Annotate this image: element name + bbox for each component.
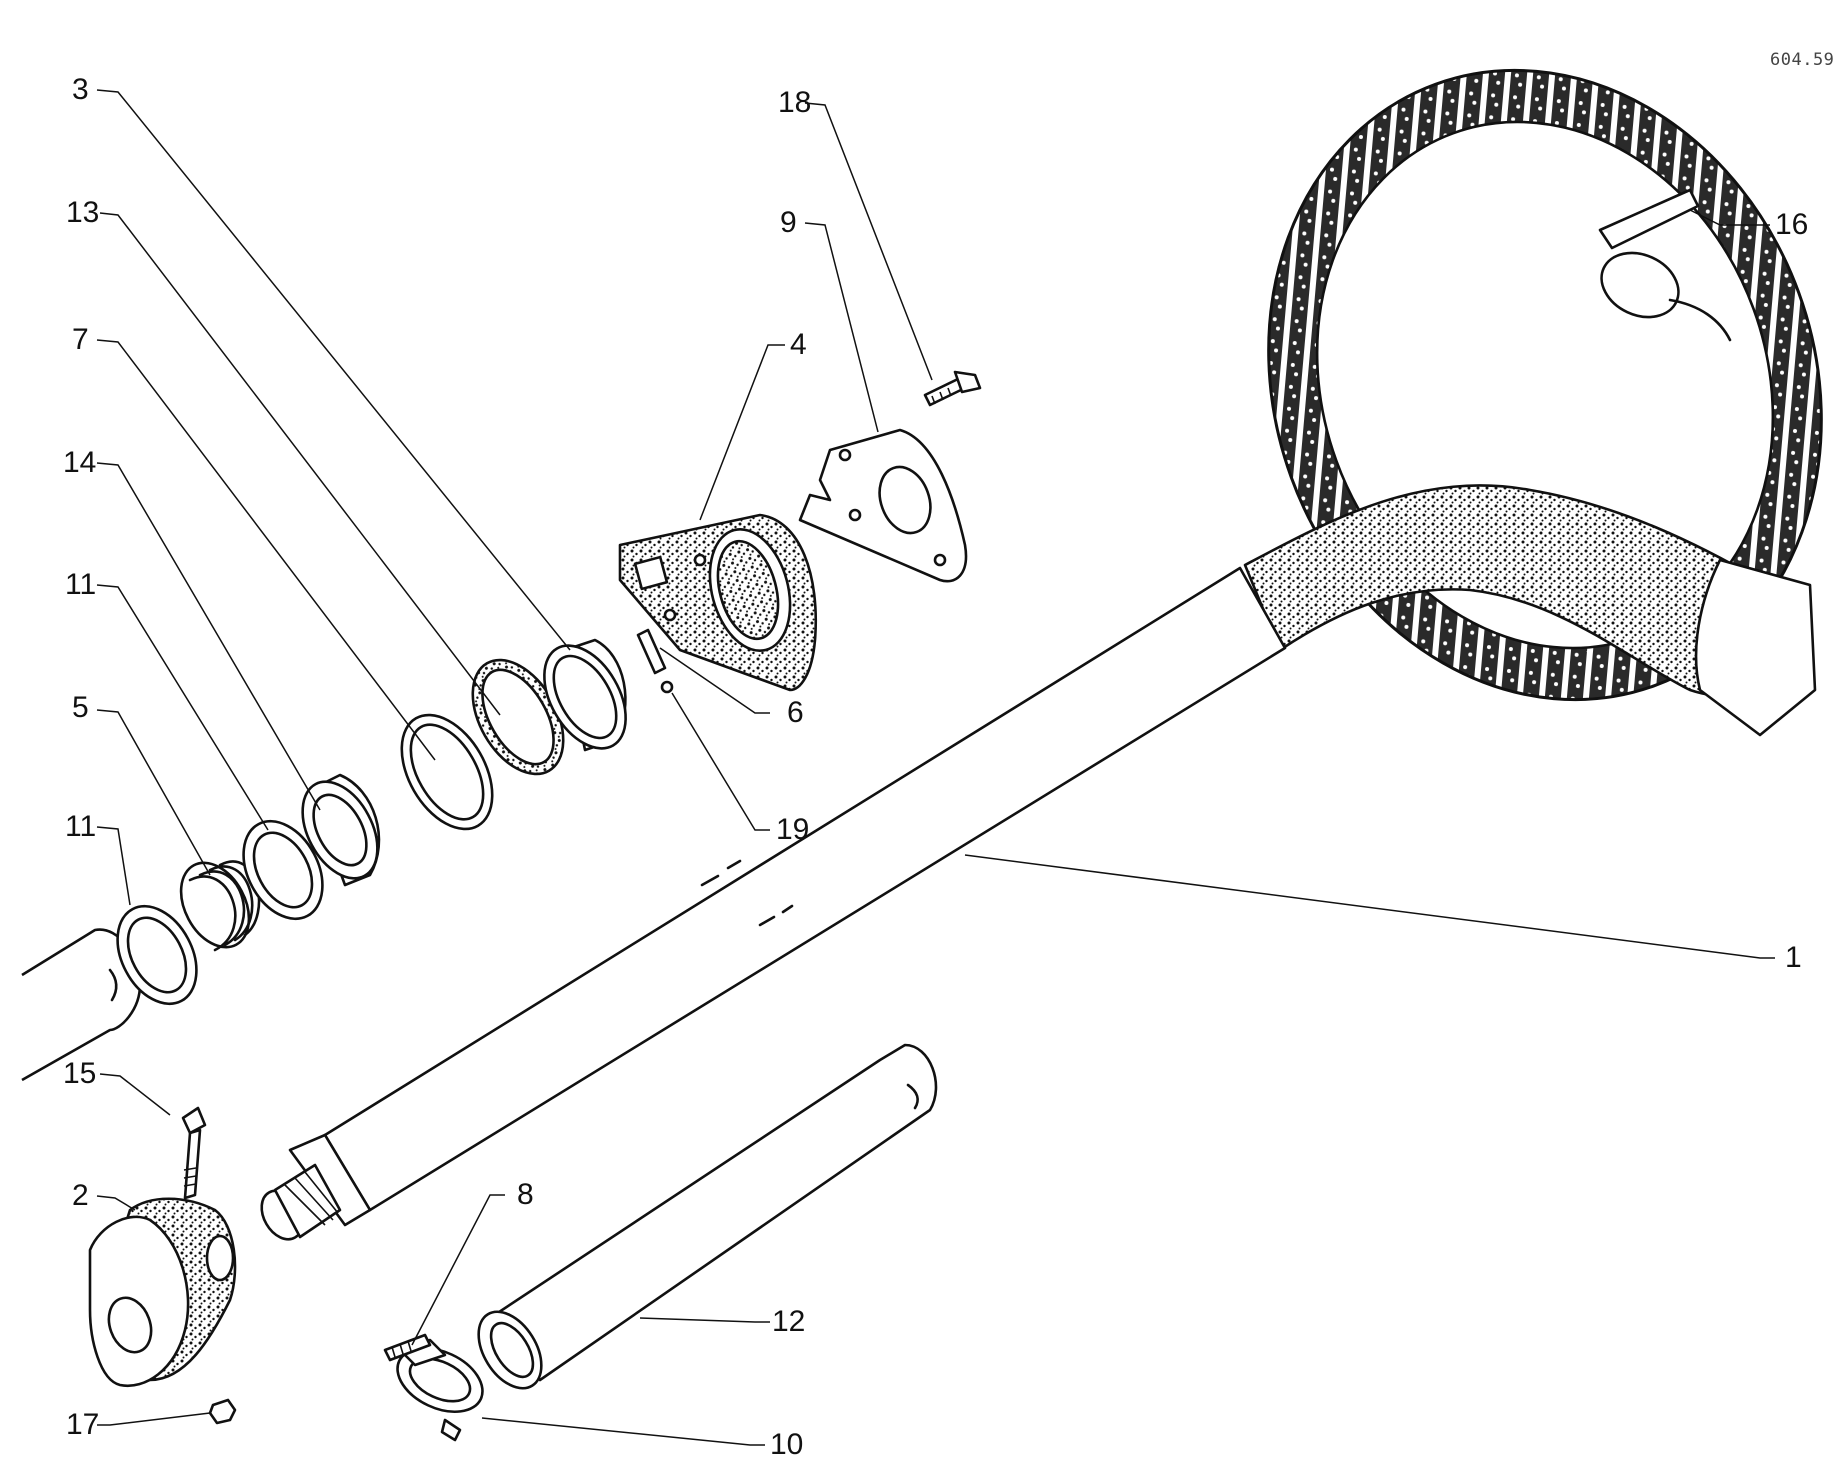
drawing-code: 604.59 xyxy=(1770,50,1835,70)
flange-bracket-4 xyxy=(618,513,818,692)
steering-box-housing-2 xyxy=(88,1197,237,1388)
callout-7: 7 xyxy=(72,323,89,356)
steering-column-tube xyxy=(288,566,1287,1227)
callout-3: 3 xyxy=(72,73,89,106)
sleeve-tube-12 xyxy=(477,1043,938,1390)
callout-13: 13 xyxy=(66,196,100,229)
bolt-15 xyxy=(181,1106,207,1200)
ball-19 xyxy=(660,680,674,694)
callout-1: 1 xyxy=(1785,941,1802,974)
spring-5 xyxy=(179,860,261,952)
screw-8 xyxy=(383,1333,432,1362)
callout-18: 18 xyxy=(778,86,812,119)
callout-16: 16 xyxy=(1775,208,1809,241)
callout-15: 15 xyxy=(63,1057,97,1090)
callout-10: 10 xyxy=(770,1428,804,1461)
callout-19: 19 xyxy=(776,813,810,846)
callout-2: 2 xyxy=(72,1179,89,1212)
nut-17 xyxy=(208,1398,237,1425)
callout-5: 5 xyxy=(72,691,89,724)
shaft-splined-end xyxy=(260,1163,342,1241)
callout-17: 17 xyxy=(66,1408,100,1441)
plate-9 xyxy=(798,428,968,583)
callout-8: 8 xyxy=(517,1178,534,1211)
clamp-10 xyxy=(396,1338,484,1442)
callout-9: 9 xyxy=(780,206,797,239)
callout-6: 6 xyxy=(787,696,804,729)
horn-wire xyxy=(1598,188,1732,342)
ring-11-lower xyxy=(116,904,198,1006)
callout-4: 4 xyxy=(790,328,807,361)
ring-7 xyxy=(400,713,494,831)
leader-lines xyxy=(96,89,1775,1446)
steering-wheel-spoke xyxy=(1243,484,1817,737)
callout-12: 12 xyxy=(772,1305,806,1338)
key-6 xyxy=(636,628,667,675)
ring-13 xyxy=(471,658,565,776)
bearing-3 xyxy=(543,638,627,752)
ring-11-upper xyxy=(242,819,324,921)
bushing-14 xyxy=(301,773,381,887)
callout-14: 14 xyxy=(63,446,97,479)
callout-11-upper: 11 xyxy=(65,568,97,601)
bolt-18 xyxy=(923,370,982,407)
callout-11-lower: 11 xyxy=(65,810,97,843)
